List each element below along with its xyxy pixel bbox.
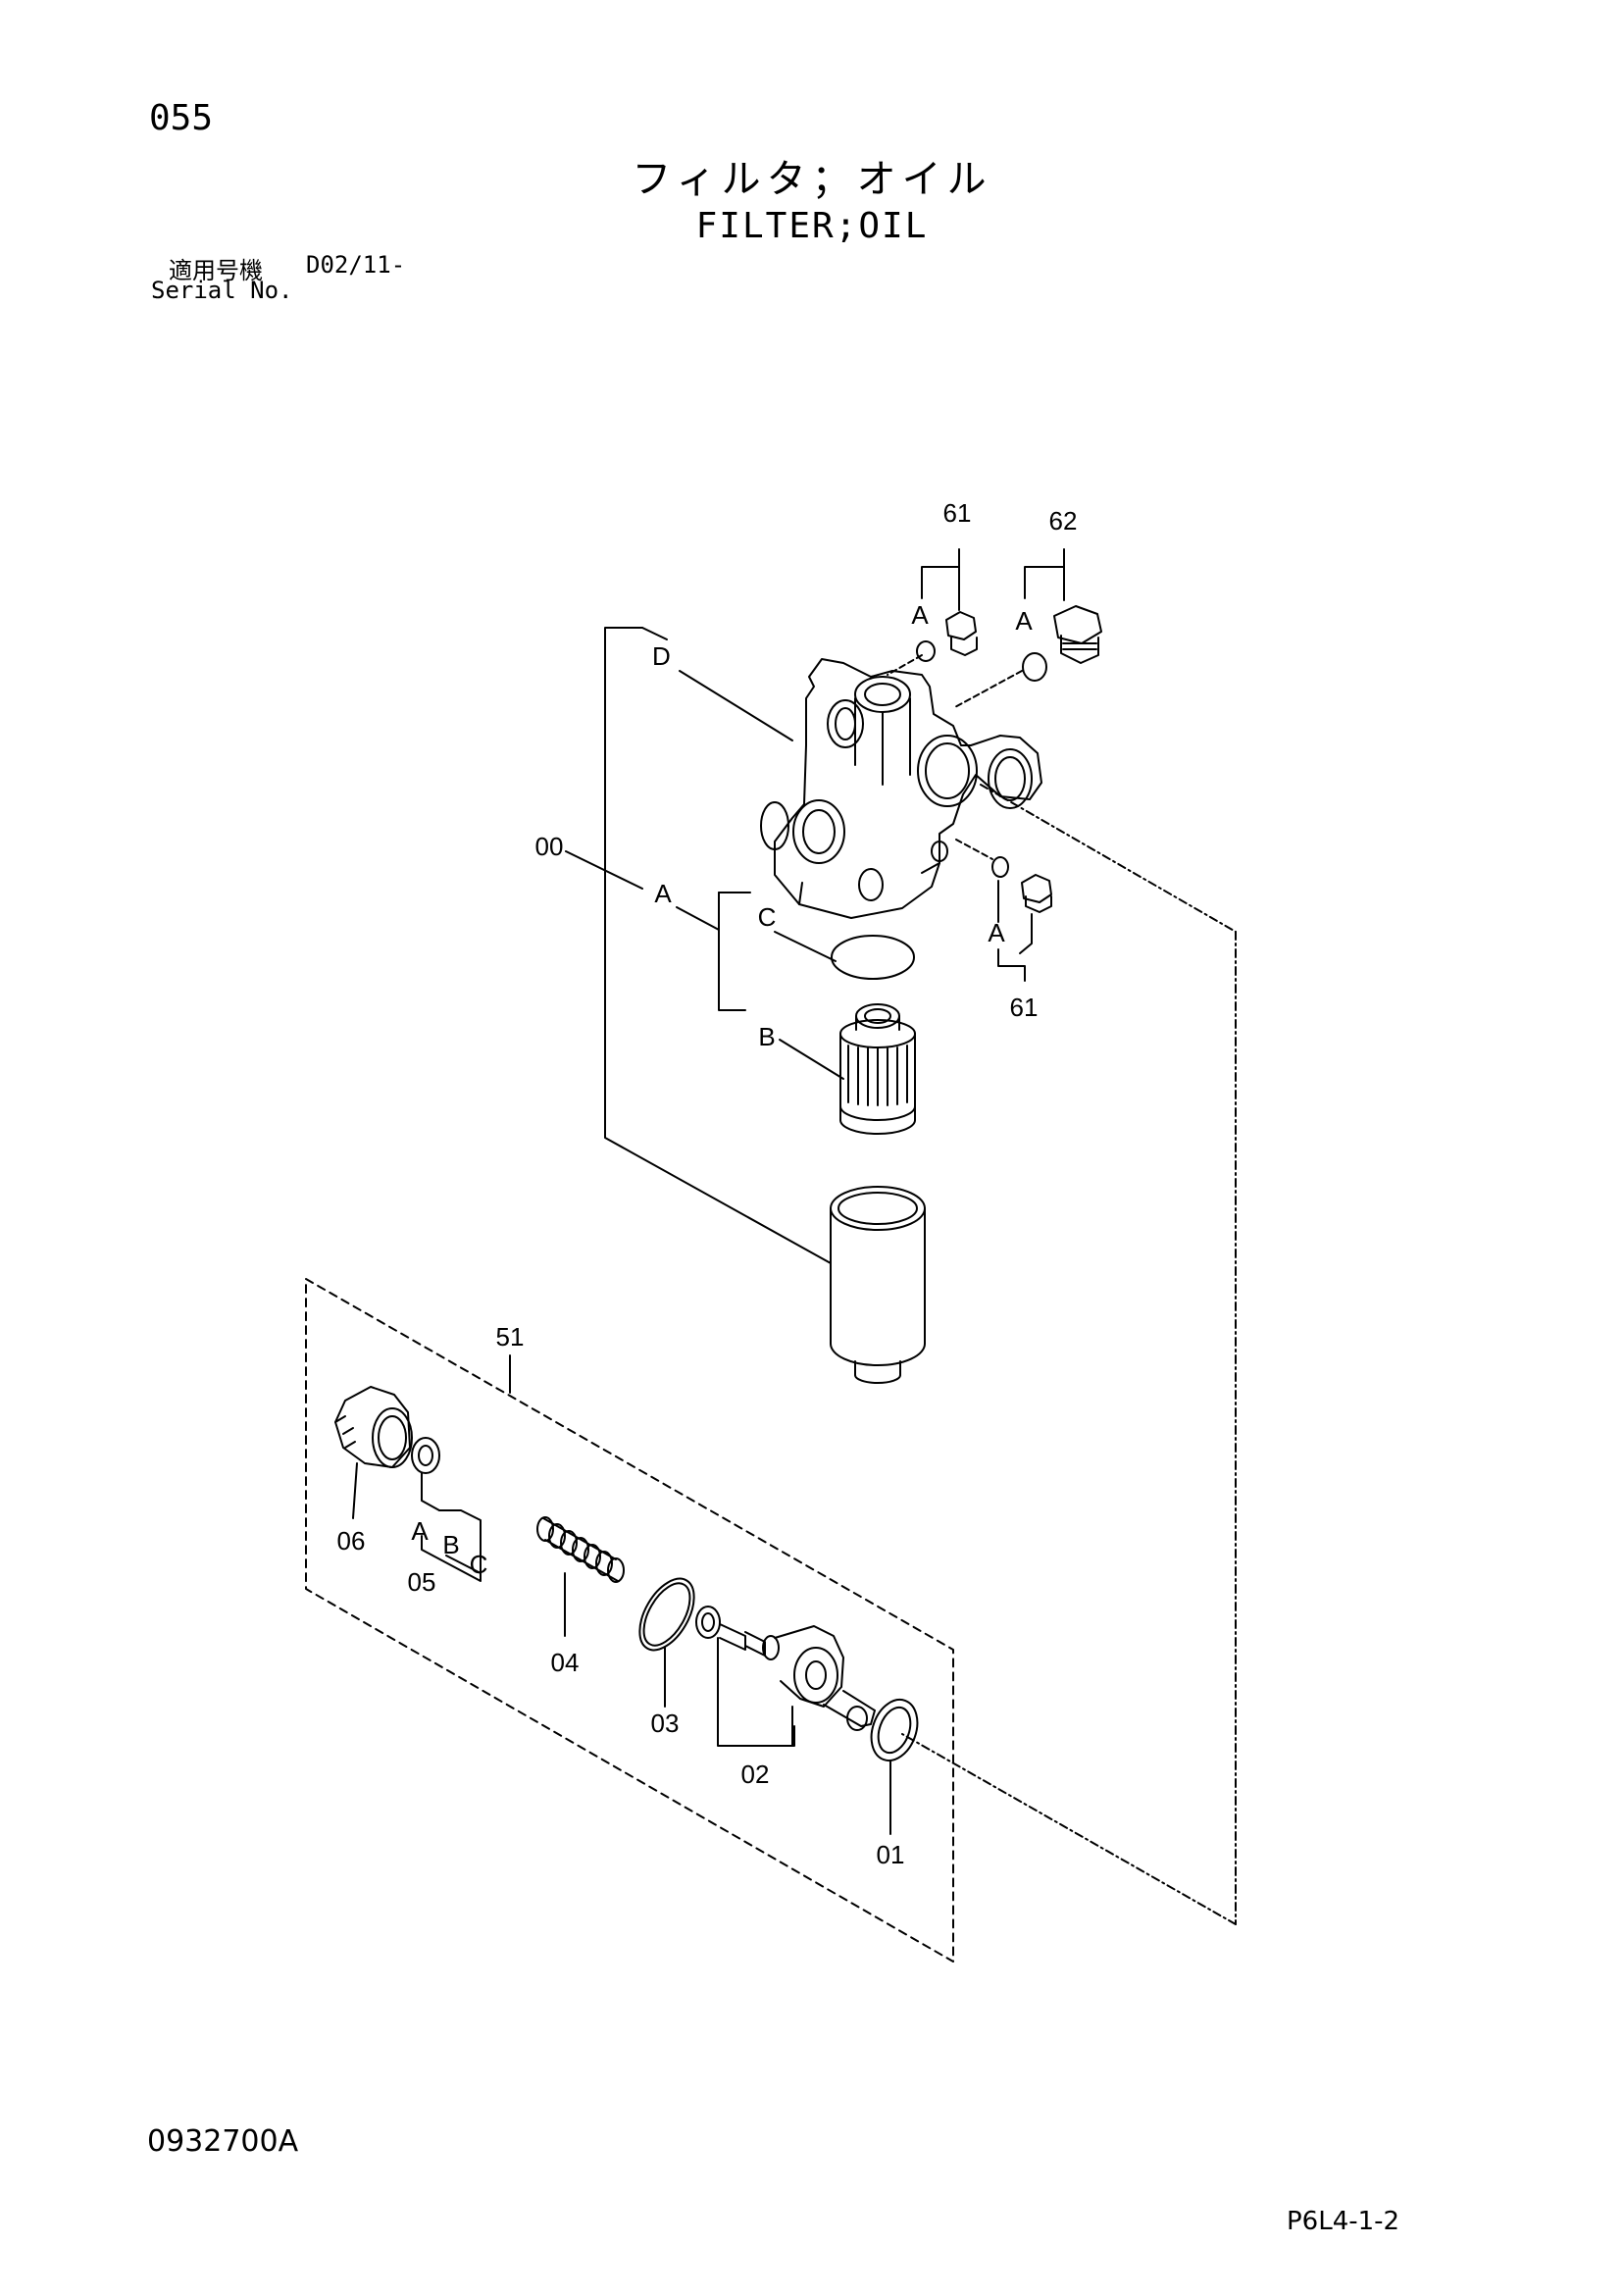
serial-label-english: Serial No. [151,277,293,304]
serial-label-japanese: 適用号機 [169,257,263,284]
callout-61-bottom: 61 [1010,993,1039,1022]
title-english: FILTER;OIL [695,206,929,246]
filter-case [830,1186,926,1384]
callout-61-top-a: A [911,600,929,630]
page-number: 055 [149,98,214,138]
o-ring-c [831,935,915,980]
callout-abc-bracket [718,892,746,1011]
washer-05 [411,1437,440,1474]
spring-04 [536,1516,625,1637]
callout-01: 01 [877,1840,905,1869]
callout-51: 51 [496,1322,525,1352]
callout-05-a: A [411,1516,429,1546]
plug-61-bottom [991,856,1052,913]
callout-62-bracket [1024,548,1065,599]
plug-61-top [916,611,978,662]
o-ring-01 [870,1699,919,1835]
callout-05: 05 [408,1567,436,1597]
valve-kit-51-box [305,1278,954,1963]
main-dashed-leader [980,784,1237,933]
callout-03: 03 [651,1709,680,1738]
callout-62-a: A [1015,606,1033,636]
document-code: 0932700A [147,2124,299,2159]
callout-61-top: 61 [943,498,972,528]
filter-head-body [760,658,1042,919]
callout-05-b: B [442,1530,459,1559]
callout-61-bottom-bracket [997,948,1026,982]
callout-00-c: C [758,902,777,932]
assembly-frame-bracket [604,627,832,1264]
plug-06 [334,1386,413,1519]
serial-code: D02/11- [306,251,406,279]
callout-61-bottom-a: A [988,918,1005,947]
callout-d-leader [679,670,793,741]
callout-05-c: C [470,1550,488,1579]
valve-02 [695,1606,876,1747]
callout-00-b: B [758,1022,775,1051]
callout-06: 06 [337,1526,366,1556]
callout-d: D [652,641,671,671]
callout-02: 02 [741,1760,770,1789]
callout-00-leader [565,850,643,890]
callout-labels: 61 62 A A D 00 A C B A 61 51 06 A B C 05… [337,498,1078,1869]
callout-04: 04 [551,1648,580,1677]
title-japanese: フィルタ；オイル [632,157,992,202]
callout-61-top-bracket [921,548,960,599]
callout-62: 62 [1049,506,1078,536]
callout-00-a: A [654,879,672,908]
page-code: P6L4-1-2 [1287,2207,1400,2236]
callout-00: 00 [535,832,564,861]
plug-62 [1022,605,1102,682]
filter-element-b [839,1003,916,1135]
o-ring-03 [638,1577,695,1708]
